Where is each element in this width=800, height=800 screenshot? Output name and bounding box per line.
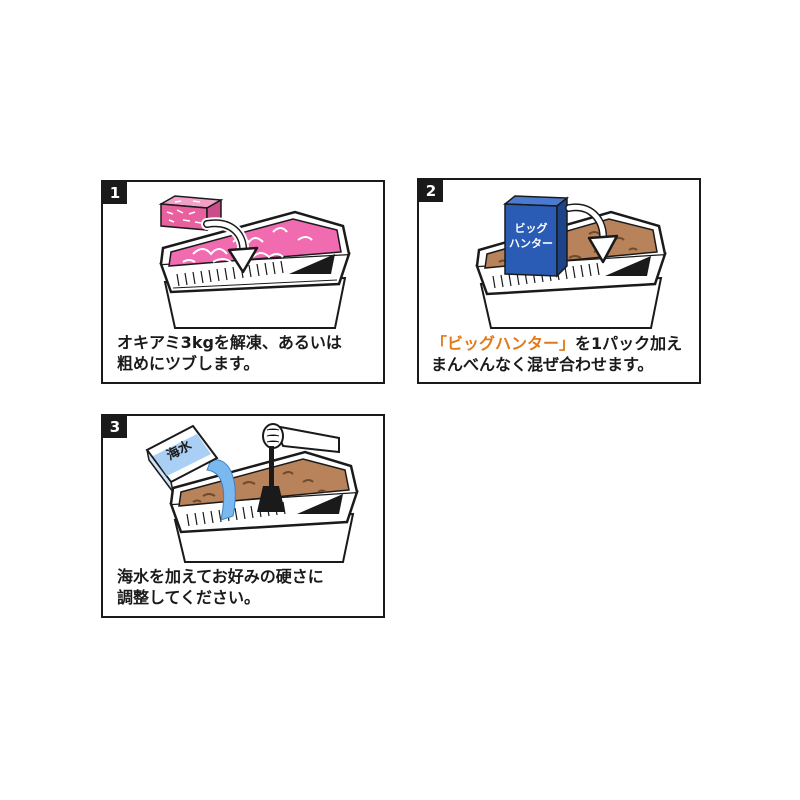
step-1-panel: 1 オキアミ3kgを解凍、あるいは 粗めにツブします xyxy=(101,180,385,384)
hand-mixer-icon xyxy=(257,423,340,512)
caption-line: 「ビッグハンター」を1パック加え xyxy=(431,333,693,354)
step-number: 2 xyxy=(419,180,443,202)
water-bag-icon: 海水 xyxy=(145,424,219,493)
step-3-panel: 3 海水 海水を加えてお好みの硬さに 調整し xyxy=(101,414,385,618)
caption-line: 粗めにツブします。 xyxy=(117,354,260,373)
step-2-caption: 「ビッグハンター」を1パック加え まんべんなく混ぜ合わせます。 xyxy=(431,333,693,375)
caption-line: 海水を加えてお好みの硬さに xyxy=(117,567,324,586)
product-name-highlight: 「ビッグハンター」 xyxy=(431,334,576,353)
step-3-illustration: 海水 xyxy=(145,423,359,563)
caption-text: を1パック加え xyxy=(575,334,683,353)
step-2-illustration: ビッグ ハンター xyxy=(475,195,667,329)
step-number: 1 xyxy=(103,182,127,204)
package-label: ハンター xyxy=(509,237,553,250)
step-1-caption: オキアミ3kgを解凍、あるいは 粗めにツブします。 xyxy=(117,332,377,374)
caption-line: オキアミ3kgを解凍、あるいは xyxy=(117,333,342,352)
curved-arrow-icon xyxy=(565,203,619,264)
caption-line: まんべんなく混ぜ合わせます。 xyxy=(431,355,654,374)
caption-line: 調整してください。 xyxy=(117,588,261,607)
package-icon: ビッグ ハンター xyxy=(502,195,570,278)
step-1-illustration xyxy=(158,195,351,329)
step-3-caption: 海水を加えてお好みの硬さに 調整してください。 xyxy=(117,566,377,608)
package-label: ビッグ xyxy=(515,221,548,235)
step-2-panel: 2 ビッグ ハンター 「ビッグハンター」を1パック加え まんべんなく混ぜ合わせま… xyxy=(417,178,701,384)
step-number: 3 xyxy=(103,416,127,438)
curved-arrow-icon xyxy=(201,217,259,274)
bucket-icon xyxy=(159,210,351,329)
